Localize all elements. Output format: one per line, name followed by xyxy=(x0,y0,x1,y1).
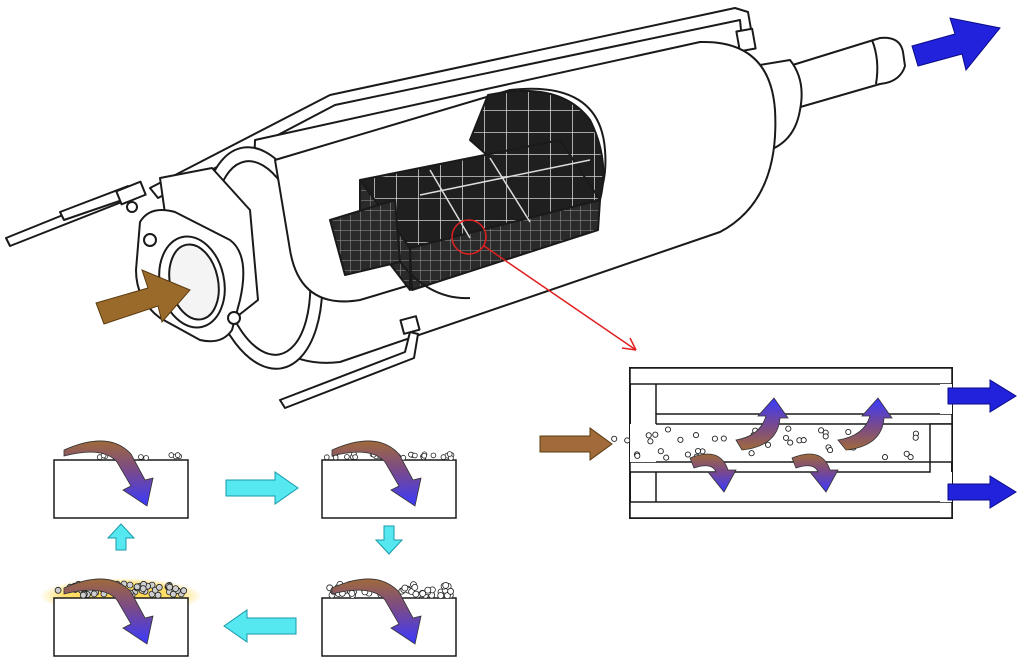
soot-particle xyxy=(166,583,174,591)
soot-particle xyxy=(822,433,829,440)
soot-particle xyxy=(818,427,825,434)
soot-particle xyxy=(419,590,427,597)
soot-particle xyxy=(180,587,188,595)
cutaway-honeycomb-core xyxy=(274,87,607,303)
stage-loading xyxy=(321,440,457,519)
soot-particle xyxy=(168,452,175,458)
soot-particle xyxy=(684,451,691,458)
stage-regeneration xyxy=(40,578,202,657)
cycle-arrow-icon xyxy=(106,471,404,643)
soot-particle xyxy=(782,434,790,441)
soot-particle xyxy=(907,454,914,461)
stage-full xyxy=(321,578,457,657)
soot-particle xyxy=(139,585,147,592)
soot-particle xyxy=(720,435,727,442)
soot-particle xyxy=(634,452,641,459)
soot-particle xyxy=(169,590,177,598)
curved-flow-arrow-icon xyxy=(331,578,422,645)
soot-particle xyxy=(412,590,420,598)
zoom-callout xyxy=(451,219,637,351)
soot-particle xyxy=(645,432,652,439)
soot-particle xyxy=(748,450,755,457)
soot-particle xyxy=(155,583,163,591)
soot-particle xyxy=(79,591,87,599)
soot-particle xyxy=(442,582,450,589)
curved-flow-arrow-icon xyxy=(63,440,154,507)
soot-particle xyxy=(411,584,419,591)
channel-outlet-arrow-top-icon xyxy=(947,379,1017,413)
inlet-arrow-icon xyxy=(95,269,191,325)
soot-particle xyxy=(657,448,664,455)
soot-particle xyxy=(764,441,772,448)
filter-wall-block xyxy=(53,597,189,657)
soot-particle xyxy=(694,447,702,455)
curved-flow-arrow-icon xyxy=(331,440,422,507)
soot-particle xyxy=(138,454,144,460)
soot-particle xyxy=(647,438,654,445)
soot-particle xyxy=(424,586,432,594)
outlet-arrow-icon xyxy=(911,17,1001,72)
soot-particle xyxy=(440,454,447,460)
channel-cross-section xyxy=(611,367,953,519)
soot-particle xyxy=(664,426,672,433)
soot-particle xyxy=(787,439,794,446)
soot-particle xyxy=(352,454,359,460)
soot-particle xyxy=(677,436,684,443)
soot-particle xyxy=(401,584,409,592)
soot-particle xyxy=(323,454,330,461)
soot-particle xyxy=(903,450,910,457)
soot-particle xyxy=(912,434,919,441)
soot-particle xyxy=(881,454,889,461)
filter-wall-block xyxy=(321,597,457,657)
soot-particle xyxy=(711,435,718,442)
soot-particle xyxy=(421,452,428,459)
soot-particle xyxy=(652,431,659,438)
filter-wall-block xyxy=(321,459,457,519)
soot-particle xyxy=(430,452,437,459)
curved-flow-arrow-icon xyxy=(63,578,154,645)
channel-outlet-arrow-bottom-icon xyxy=(947,475,1017,509)
soot-particle xyxy=(692,432,700,439)
soot-particle xyxy=(800,437,807,444)
soot-particle xyxy=(54,586,62,594)
soot-particle xyxy=(348,590,356,597)
soot-particle xyxy=(437,592,445,599)
soot-particle xyxy=(624,437,631,444)
soot-accumulation-cycle xyxy=(40,440,457,657)
soot-particle xyxy=(446,451,453,457)
soot-particle xyxy=(344,454,350,460)
soot-particle xyxy=(172,585,180,592)
soot-particle xyxy=(785,425,792,432)
stage-clean xyxy=(53,440,189,519)
soot-particle xyxy=(412,452,418,459)
soot-particle xyxy=(845,428,852,436)
curved-flow-arrow-icon xyxy=(689,397,893,493)
soot-particle xyxy=(447,587,455,595)
soot-particle xyxy=(663,454,670,461)
soot-particle xyxy=(143,455,149,461)
soot-particle xyxy=(174,452,181,458)
soot-particle xyxy=(827,447,834,454)
soot-particle xyxy=(126,581,134,589)
soot-particle xyxy=(133,583,141,591)
channel-inlet-arrow-icon xyxy=(539,427,613,461)
filter-wall-block xyxy=(53,459,189,519)
soot-particle xyxy=(611,435,618,442)
soot-particle xyxy=(90,590,98,598)
